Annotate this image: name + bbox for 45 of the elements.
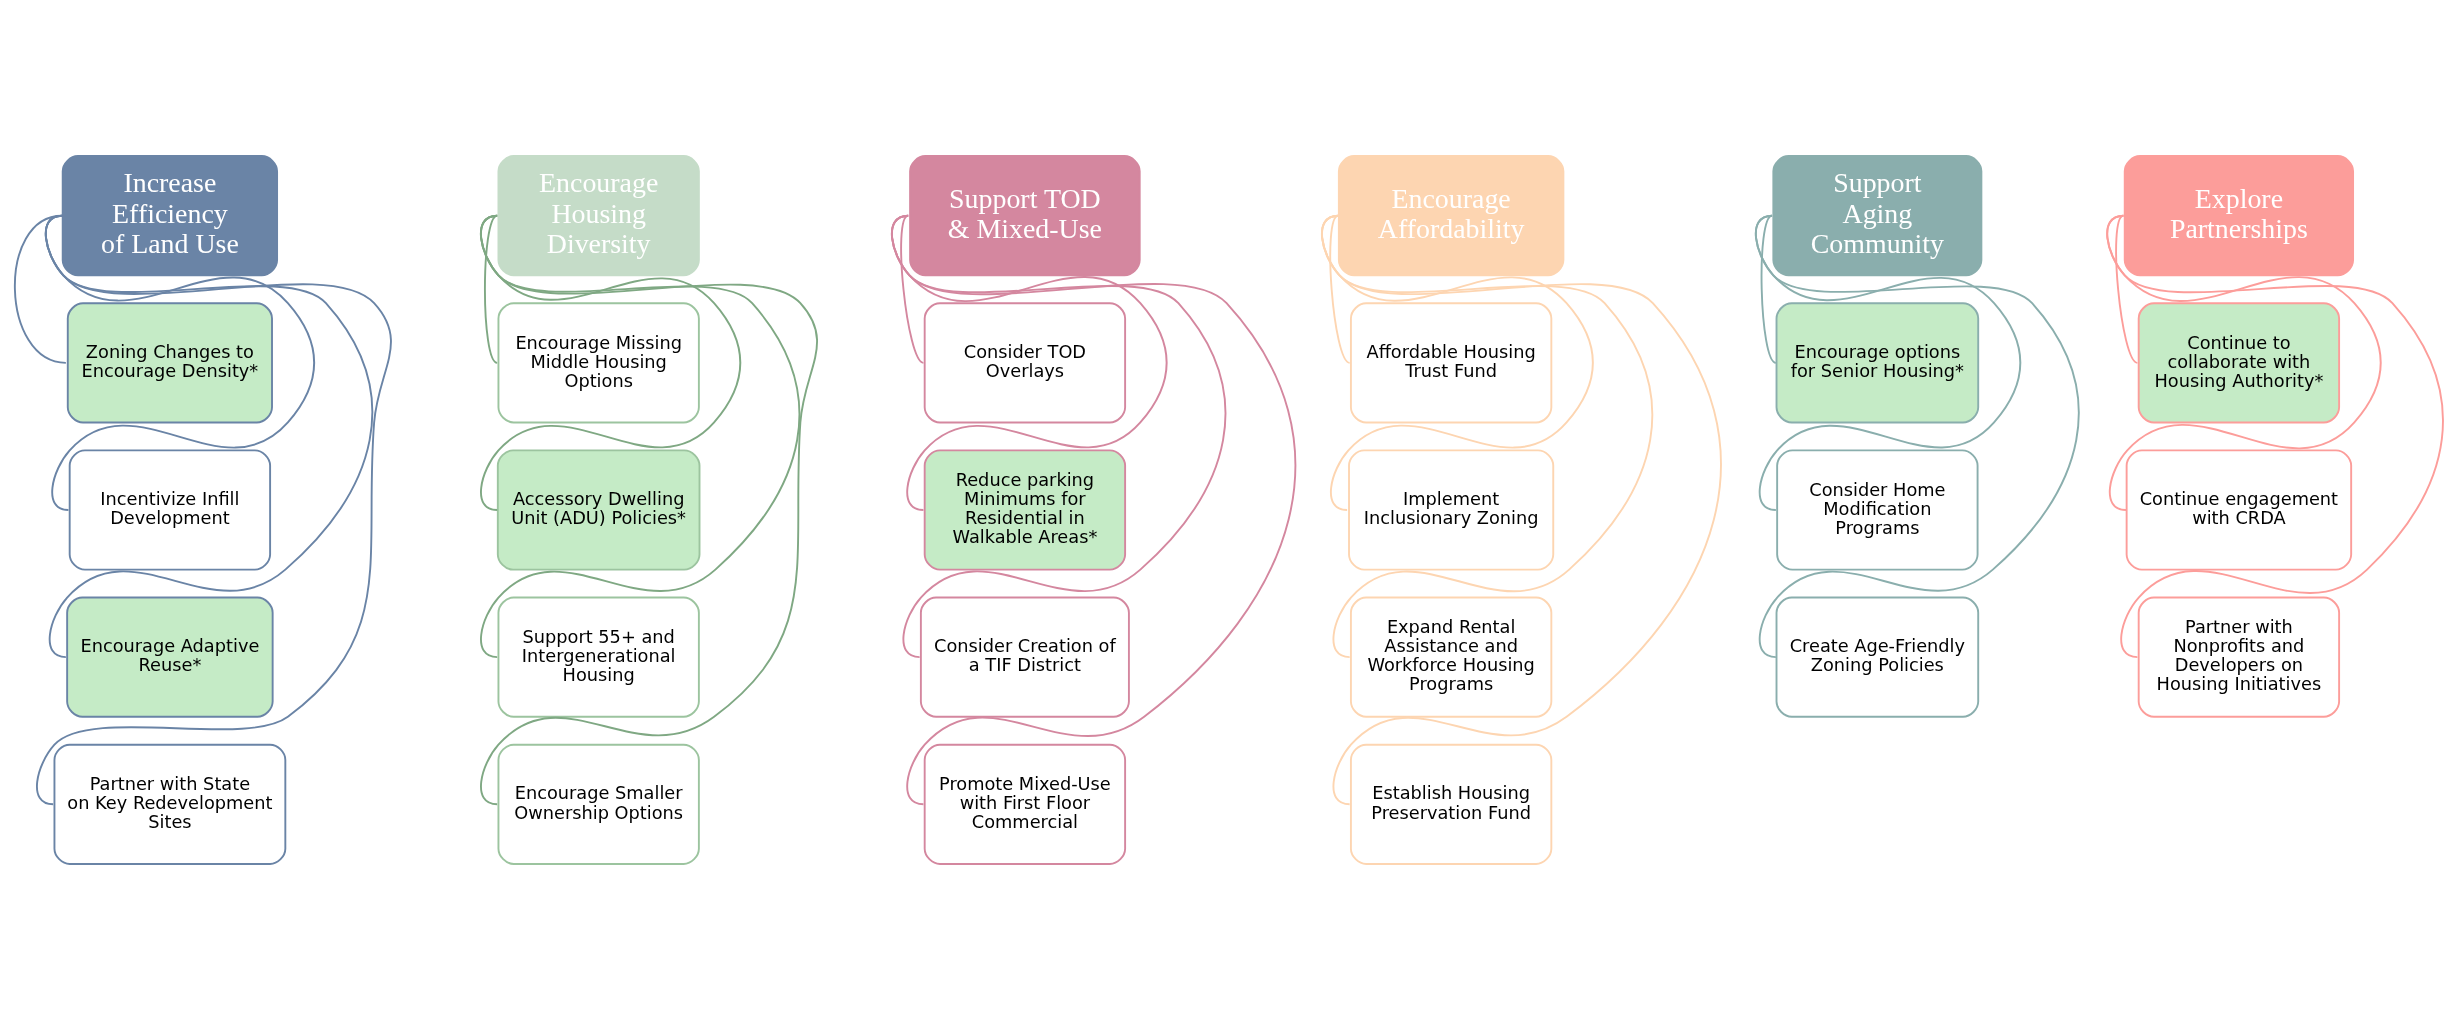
node-box: Explore Partnerships	[2123, 154, 2354, 276]
node-box: Encourage Smaller Ownership Options	[497, 743, 700, 865]
connector	[483, 214, 499, 364]
node-box: Promote Mixed-Use with First Floor Commercial	[923, 743, 1127, 865]
node-box: Reduce parking Minimums for Residential in Walkable Areas*	[923, 448, 1127, 571]
node-box: Encourage Missing Middle Housing Options	[497, 301, 700, 423]
connector	[2106, 214, 2444, 658]
connector	[890, 214, 1296, 805]
node-box: Encourage Housing Diversity	[497, 154, 700, 276]
connector	[1329, 214, 1351, 364]
node-box: Partner with Nonprofits and Developers on Housing Initiatives	[2137, 596, 2341, 718]
node-box: Incentivize Infill Development	[68, 448, 272, 571]
connector	[480, 214, 801, 658]
node-box: Partner with State on Key Redevelopment Sites	[53, 743, 287, 865]
node-box: Encourage options for Senior Housing*	[1775, 301, 1980, 423]
node-box: Encourage Adaptive Reuse*	[66, 596, 274, 718]
node-box: Support 55+ and Intergenerational Housing	[497, 596, 700, 718]
node-box: Encourage Affordability	[1337, 154, 1565, 276]
node-box: Implement Inclusionary Zoning	[1348, 448, 1555, 571]
node-box: Increase Efficiency of Land Use	[61, 154, 279, 276]
node-box: Continue engagement with CRDA	[2125, 448, 2353, 571]
connector	[1754, 214, 2080, 658]
connector	[2106, 214, 2382, 511]
node-box: Continue to collaborate with Housing Authority*	[2137, 301, 2341, 423]
connector	[1754, 214, 2022, 511]
connector	[1760, 214, 1777, 364]
node-box: Support Aging Community	[1772, 154, 1983, 276]
connector	[480, 214, 742, 511]
connector	[1321, 214, 1722, 805]
connector	[900, 214, 925, 364]
connector	[2115, 214, 2139, 364]
node-box: Zoning Changes to Encourage Density*	[66, 301, 273, 423]
connector	[890, 214, 1227, 658]
node-box: Affordable Housing Trust Fund	[1349, 301, 1553, 423]
node-box: Support TOD & Mixed-Use	[909, 154, 1141, 276]
node-box: Create Age-Friendly Zoning Policies	[1775, 596, 1980, 718]
connector	[13, 214, 67, 364]
connector	[36, 214, 392, 805]
node-box: Consider Creation of a TIF District	[919, 596, 1130, 718]
node-box: Consider Home Modification Programs	[1776, 448, 1979, 571]
node-box: Consider TOD Overlays	[923, 301, 1127, 423]
node-box: Expand Rental Assistance and Workforce Housing Programs	[1349, 596, 1553, 718]
connector	[479, 214, 818, 805]
node-box: Accessory Dwelling Unit (ADU) Policies*	[496, 448, 701, 571]
node-box: Establish Housing Preservation Fund	[1349, 743, 1553, 865]
